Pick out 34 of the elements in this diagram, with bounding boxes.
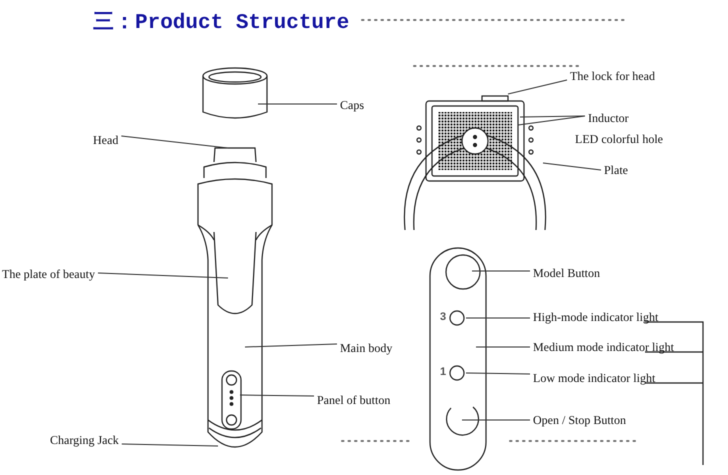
- leader-line: [240, 394, 314, 396]
- callout-label: Inductor: [588, 111, 629, 125]
- callout-label: Main body: [340, 341, 392, 355]
- leader-line: [476, 346, 530, 348]
- button-panel-drawing: [429, 247, 487, 471]
- callout-label: The plate of beauty: [2, 267, 95, 281]
- callout-label: Caps: [340, 98, 364, 112]
- device-head-drawing: [404, 95, 546, 230]
- leader-line: [97, 272, 228, 278]
- leader-line: [542, 162, 602, 170]
- leader-line: [508, 80, 568, 94]
- callout-label: Plate: [604, 163, 628, 177]
- leader-line: [472, 270, 530, 272]
- mode-number: 1: [440, 366, 446, 378]
- page-title: 三：Product Structure: [93, 10, 350, 35]
- callout-label: Open / Stop Button: [533, 413, 626, 427]
- leader-line: [466, 372, 530, 374]
- beauty-device-drawing: [197, 147, 273, 448]
- leader-line: [244, 344, 338, 348]
- leader-line: [121, 444, 218, 446]
- leader-line: [518, 116, 586, 126]
- leader-line: [120, 136, 228, 148]
- leader-line: [520, 116, 586, 118]
- cap-drawing: [202, 67, 268, 119]
- callout-label: Panel of button: [317, 393, 390, 407]
- callout-label: Low mode indicator light: [533, 371, 656, 385]
- callout-label: Medium mode indicator light: [533, 340, 674, 354]
- callout-label: Charging Jack: [50, 433, 119, 447]
- callout-label: Model Button: [533, 266, 600, 280]
- callout-label: High-mode indicator light: [533, 310, 658, 324]
- callout-label: LED colorful hole: [575, 132, 663, 146]
- mode-number: 3: [440, 311, 446, 323]
- callout-label: Head: [93, 133, 118, 147]
- callout-label: The lock for head: [570, 69, 655, 83]
